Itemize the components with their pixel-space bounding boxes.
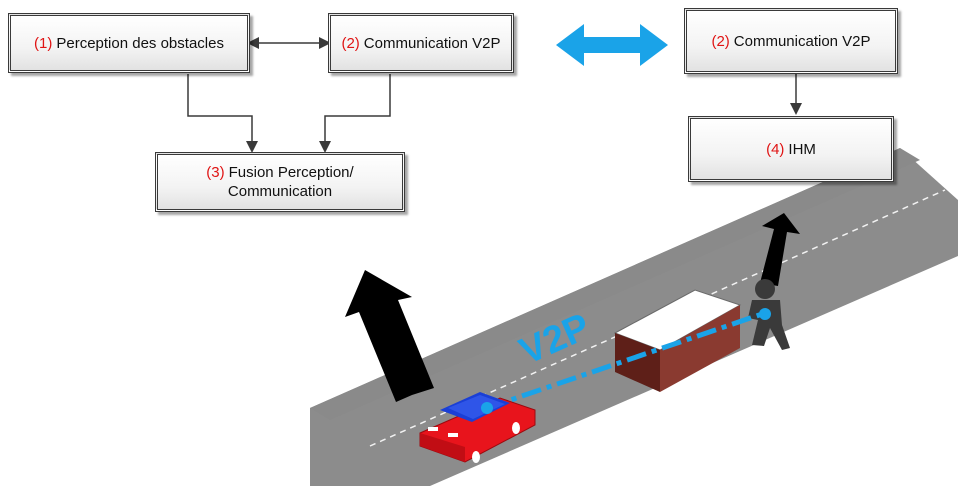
communication-left-number: (2) [341, 34, 360, 52]
car-direction-arrow [345, 270, 434, 402]
ihm-number: (4) [766, 140, 785, 158]
fusion-label-line1: Fusion Perception/ [228, 164, 354, 181]
communication-box-right: (2) Communication V2P [684, 8, 898, 74]
connector-comm-fusion [319, 74, 391, 153]
road-top-shade [310, 148, 920, 420]
communication-right-number: (2) [711, 32, 730, 50]
obstacle-block [613, 289, 742, 392]
perception-label: Perception des obstacles [56, 34, 224, 52]
car [419, 392, 536, 463]
pedestrian-link-node [759, 308, 771, 320]
fusion-number: (3) [206, 164, 225, 181]
pedestrian-direction-arrow [760, 213, 800, 286]
road [310, 148, 958, 486]
pedestrian-figure [748, 279, 790, 350]
connector-perception-fusion [187, 74, 258, 153]
ihm-box: (4) IHM [688, 116, 894, 182]
communication-right-label: Communication V2P [733, 32, 871, 50]
perception-number: (1) [34, 34, 53, 52]
v2p-link-line [486, 310, 766, 411]
wireless-link-arrow [556, 24, 668, 66]
perception-box: (1) Perception des obstacles [8, 13, 250, 73]
ihm-label: IHM [788, 140, 816, 158]
communication-box-left: (2) Communication V2P [328, 13, 514, 73]
communication-left-label: Communication V2P [363, 34, 501, 52]
fusion-box: (3)Fusion Perception/ Communication [155, 152, 405, 212]
car-link-node [481, 402, 493, 414]
fusion-label-line2: Communication [227, 183, 333, 200]
